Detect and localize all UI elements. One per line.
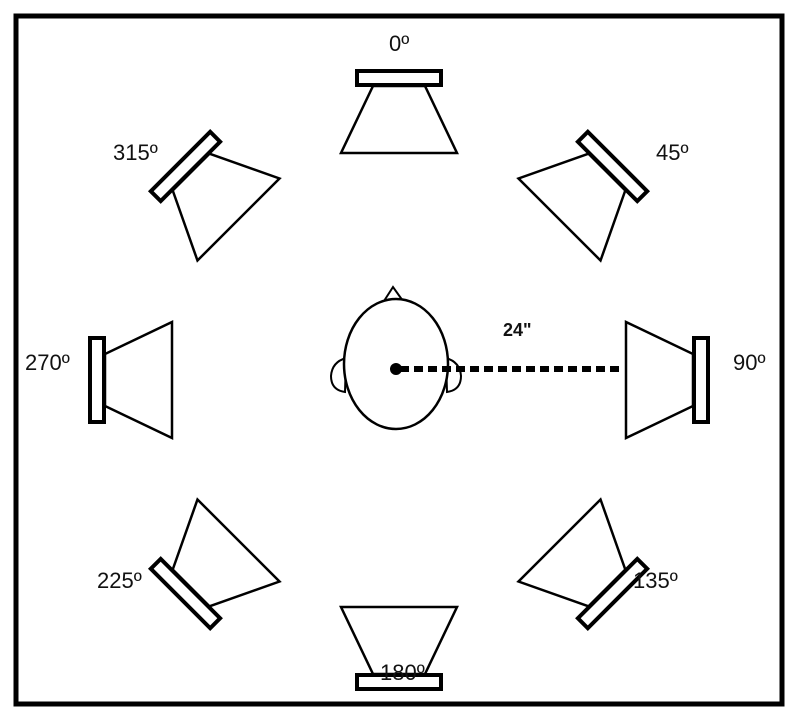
speaker-cone bbox=[171, 497, 282, 608]
speakers-layer bbox=[88, 69, 710, 691]
speaker-label-135: 135º bbox=[633, 568, 678, 593]
listener-head bbox=[329, 285, 463, 431]
speaker-label-0: 0º bbox=[389, 31, 409, 56]
speaker-cone bbox=[339, 84, 459, 155]
speaker-0 bbox=[339, 69, 459, 155]
speaker-135 bbox=[516, 497, 651, 632]
speaker-cone bbox=[516, 152, 627, 263]
speaker-plate bbox=[692, 336, 710, 424]
left-ear-icon bbox=[329, 356, 348, 394]
speaker-45 bbox=[516, 128, 651, 263]
speaker-270 bbox=[88, 320, 174, 440]
speaker-180 bbox=[339, 605, 459, 691]
speaker-cone bbox=[339, 605, 459, 676]
speaker-90 bbox=[624, 320, 710, 440]
speaker-cone bbox=[624, 320, 695, 440]
head-center-dot bbox=[390, 363, 402, 375]
speaker-plate bbox=[88, 336, 106, 424]
speaker-cone bbox=[103, 320, 174, 440]
speaker-315 bbox=[147, 128, 282, 263]
diagram-frame bbox=[13, 13, 785, 707]
distance-label: 24" bbox=[503, 320, 532, 340]
speaker-label-315: 315º bbox=[113, 140, 158, 165]
speaker-label-225: 225º bbox=[97, 568, 142, 593]
speaker-label-270: 270º bbox=[25, 350, 70, 375]
speaker-cone bbox=[516, 497, 627, 608]
speaker-label-180: 180º bbox=[380, 660, 425, 685]
speaker-label-90: 90º bbox=[733, 350, 766, 375]
speaker-225 bbox=[147, 497, 282, 632]
speaker-cone bbox=[171, 152, 282, 263]
speaker-label-45: 45º bbox=[656, 140, 689, 165]
speaker-plate bbox=[355, 69, 443, 87]
